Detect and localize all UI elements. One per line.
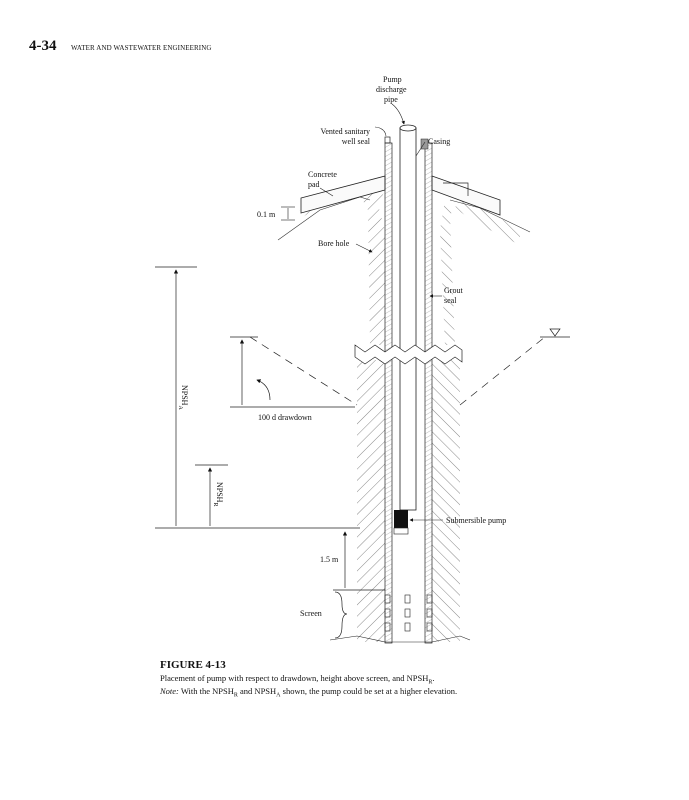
submersible-pump-label: Submersible pump: [446, 516, 506, 525]
soil-right: [432, 360, 460, 590]
water-table-symbol: [549, 328, 561, 337]
npsha-label: NPSHA: [177, 385, 189, 410]
height-above-screen-label: 1.5 m: [320, 555, 339, 564]
figure-title: FIGURE 4-13: [160, 659, 226, 671]
break-line: [354, 344, 463, 365]
casing-right: [424, 142, 433, 644]
vented-seal: [384, 136, 391, 144]
casing-left: [384, 142, 393, 644]
figure-caption: Placement of pump with respect to drawdo…: [160, 673, 435, 686]
bore-hole-label: Bore hole: [318, 239, 350, 248]
screen-brace: [334, 591, 348, 639]
pad-thickness-label: 0.1 m: [257, 210, 276, 219]
casing-label: Casing: [428, 137, 450, 146]
well-screen: [384, 594, 433, 632]
drawdown-label: 100 d drawdown: [258, 413, 312, 422]
pump-discharge-pipe: [399, 127, 417, 511]
page-number: 4-34: [29, 38, 57, 54]
running-title: WATER AND WASTEWATER ENGINEERING: [71, 44, 212, 52]
figure-note: Note: With the NPSHR and NPSHA shown, th…: [160, 686, 458, 699]
npshr-label: NPSHR: [212, 482, 224, 506]
screen-label: Screen: [300, 609, 322, 618]
soil-left: [357, 360, 385, 590]
submersible-pump: [394, 510, 408, 528]
